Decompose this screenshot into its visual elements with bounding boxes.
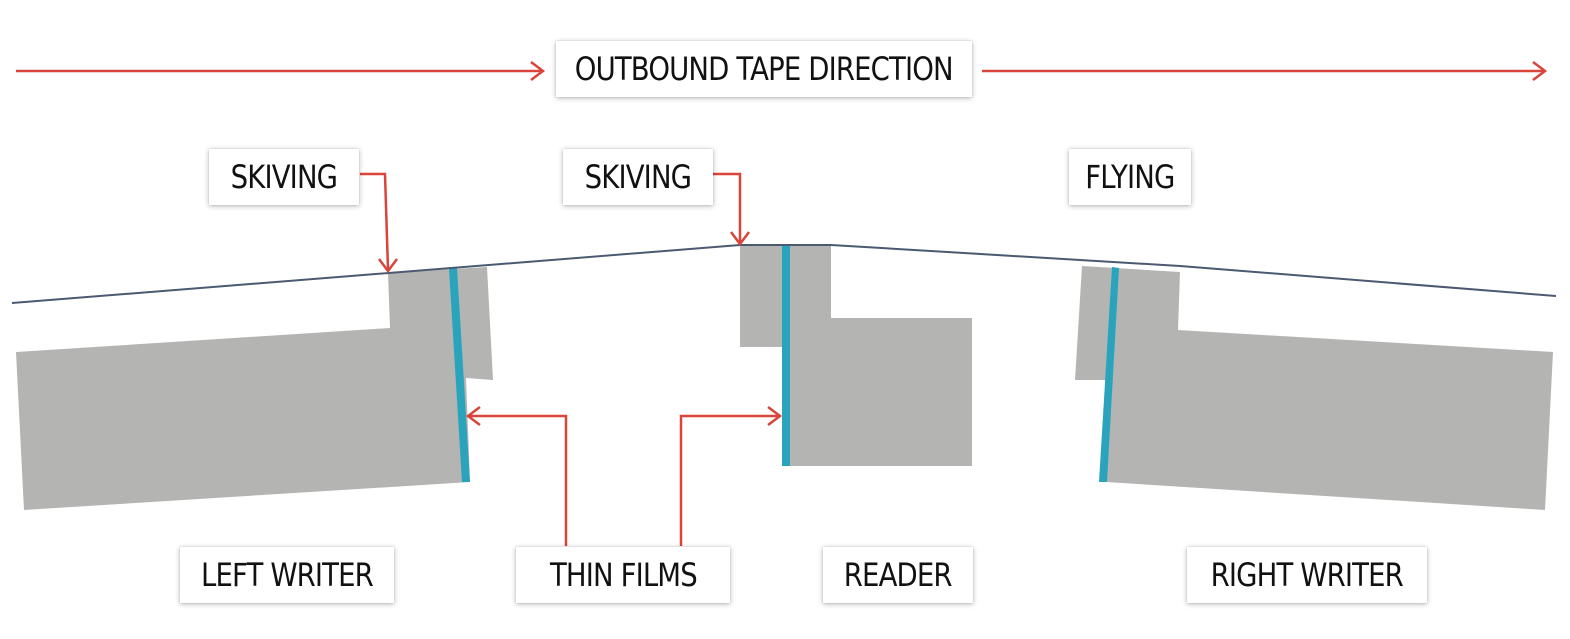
outbound-direction-arrow <box>16 61 1548 81</box>
skiving-left-text: SKIVING <box>230 158 338 196</box>
thin-film-left-arrowhead <box>465 406 481 426</box>
thin-films-label: THIN FILMS <box>516 547 730 603</box>
thin-film-callouts <box>465 406 783 546</box>
flying-text: FLYING <box>1085 158 1175 196</box>
thin-film-right-leader <box>679 414 780 546</box>
reader-label: READER <box>823 547 973 603</box>
right-writer-thin-film <box>1099 267 1119 482</box>
reader-text: READER <box>844 556 953 594</box>
skiving-center-label: SKIVING <box>563 149 713 205</box>
reader-thin-film <box>782 245 790 466</box>
thin-films-text: THIN FILMS <box>549 556 698 594</box>
left-writer-text: LEFT WRITER <box>201 556 374 594</box>
left-writer-head <box>16 267 493 510</box>
reader-body <box>740 245 972 466</box>
reader-head <box>740 245 972 466</box>
direction-arrowhead-right <box>1532 61 1548 81</box>
direction-arrowhead-left <box>530 61 546 81</box>
left-writer-label: LEFT WRITER <box>180 547 394 603</box>
right-writer-label: RIGHT WRITER <box>1187 547 1427 603</box>
skiving-center-leader <box>713 172 742 243</box>
tape-line <box>11 244 1557 304</box>
skiving-left-leader <box>360 172 390 271</box>
thin-film-right-arrowhead <box>767 406 783 426</box>
skiving-center-text: SKIVING <box>584 158 692 196</box>
left-writer-body <box>16 267 493 510</box>
thin-film-left-leader <box>468 414 568 546</box>
flying-label: FLYING <box>1069 149 1191 205</box>
right-writer-head <box>1075 266 1553 510</box>
left-writer-thin-film <box>449 268 470 482</box>
right-writer-text: RIGHT WRITER <box>1210 556 1404 594</box>
skiving-callouts <box>360 172 750 274</box>
skiving-left-arrowhead <box>378 258 398 274</box>
skiving-center-arrowhead <box>730 231 750 247</box>
outbound-tape-direction-label: OUTBOUND TAPE DIRECTION <box>556 41 972 97</box>
outbound-tape-direction-text: OUTBOUND TAPE DIRECTION <box>575 50 954 88</box>
skiving-left-label: SKIVING <box>209 149 359 205</box>
right-writer-body <box>1075 266 1553 510</box>
